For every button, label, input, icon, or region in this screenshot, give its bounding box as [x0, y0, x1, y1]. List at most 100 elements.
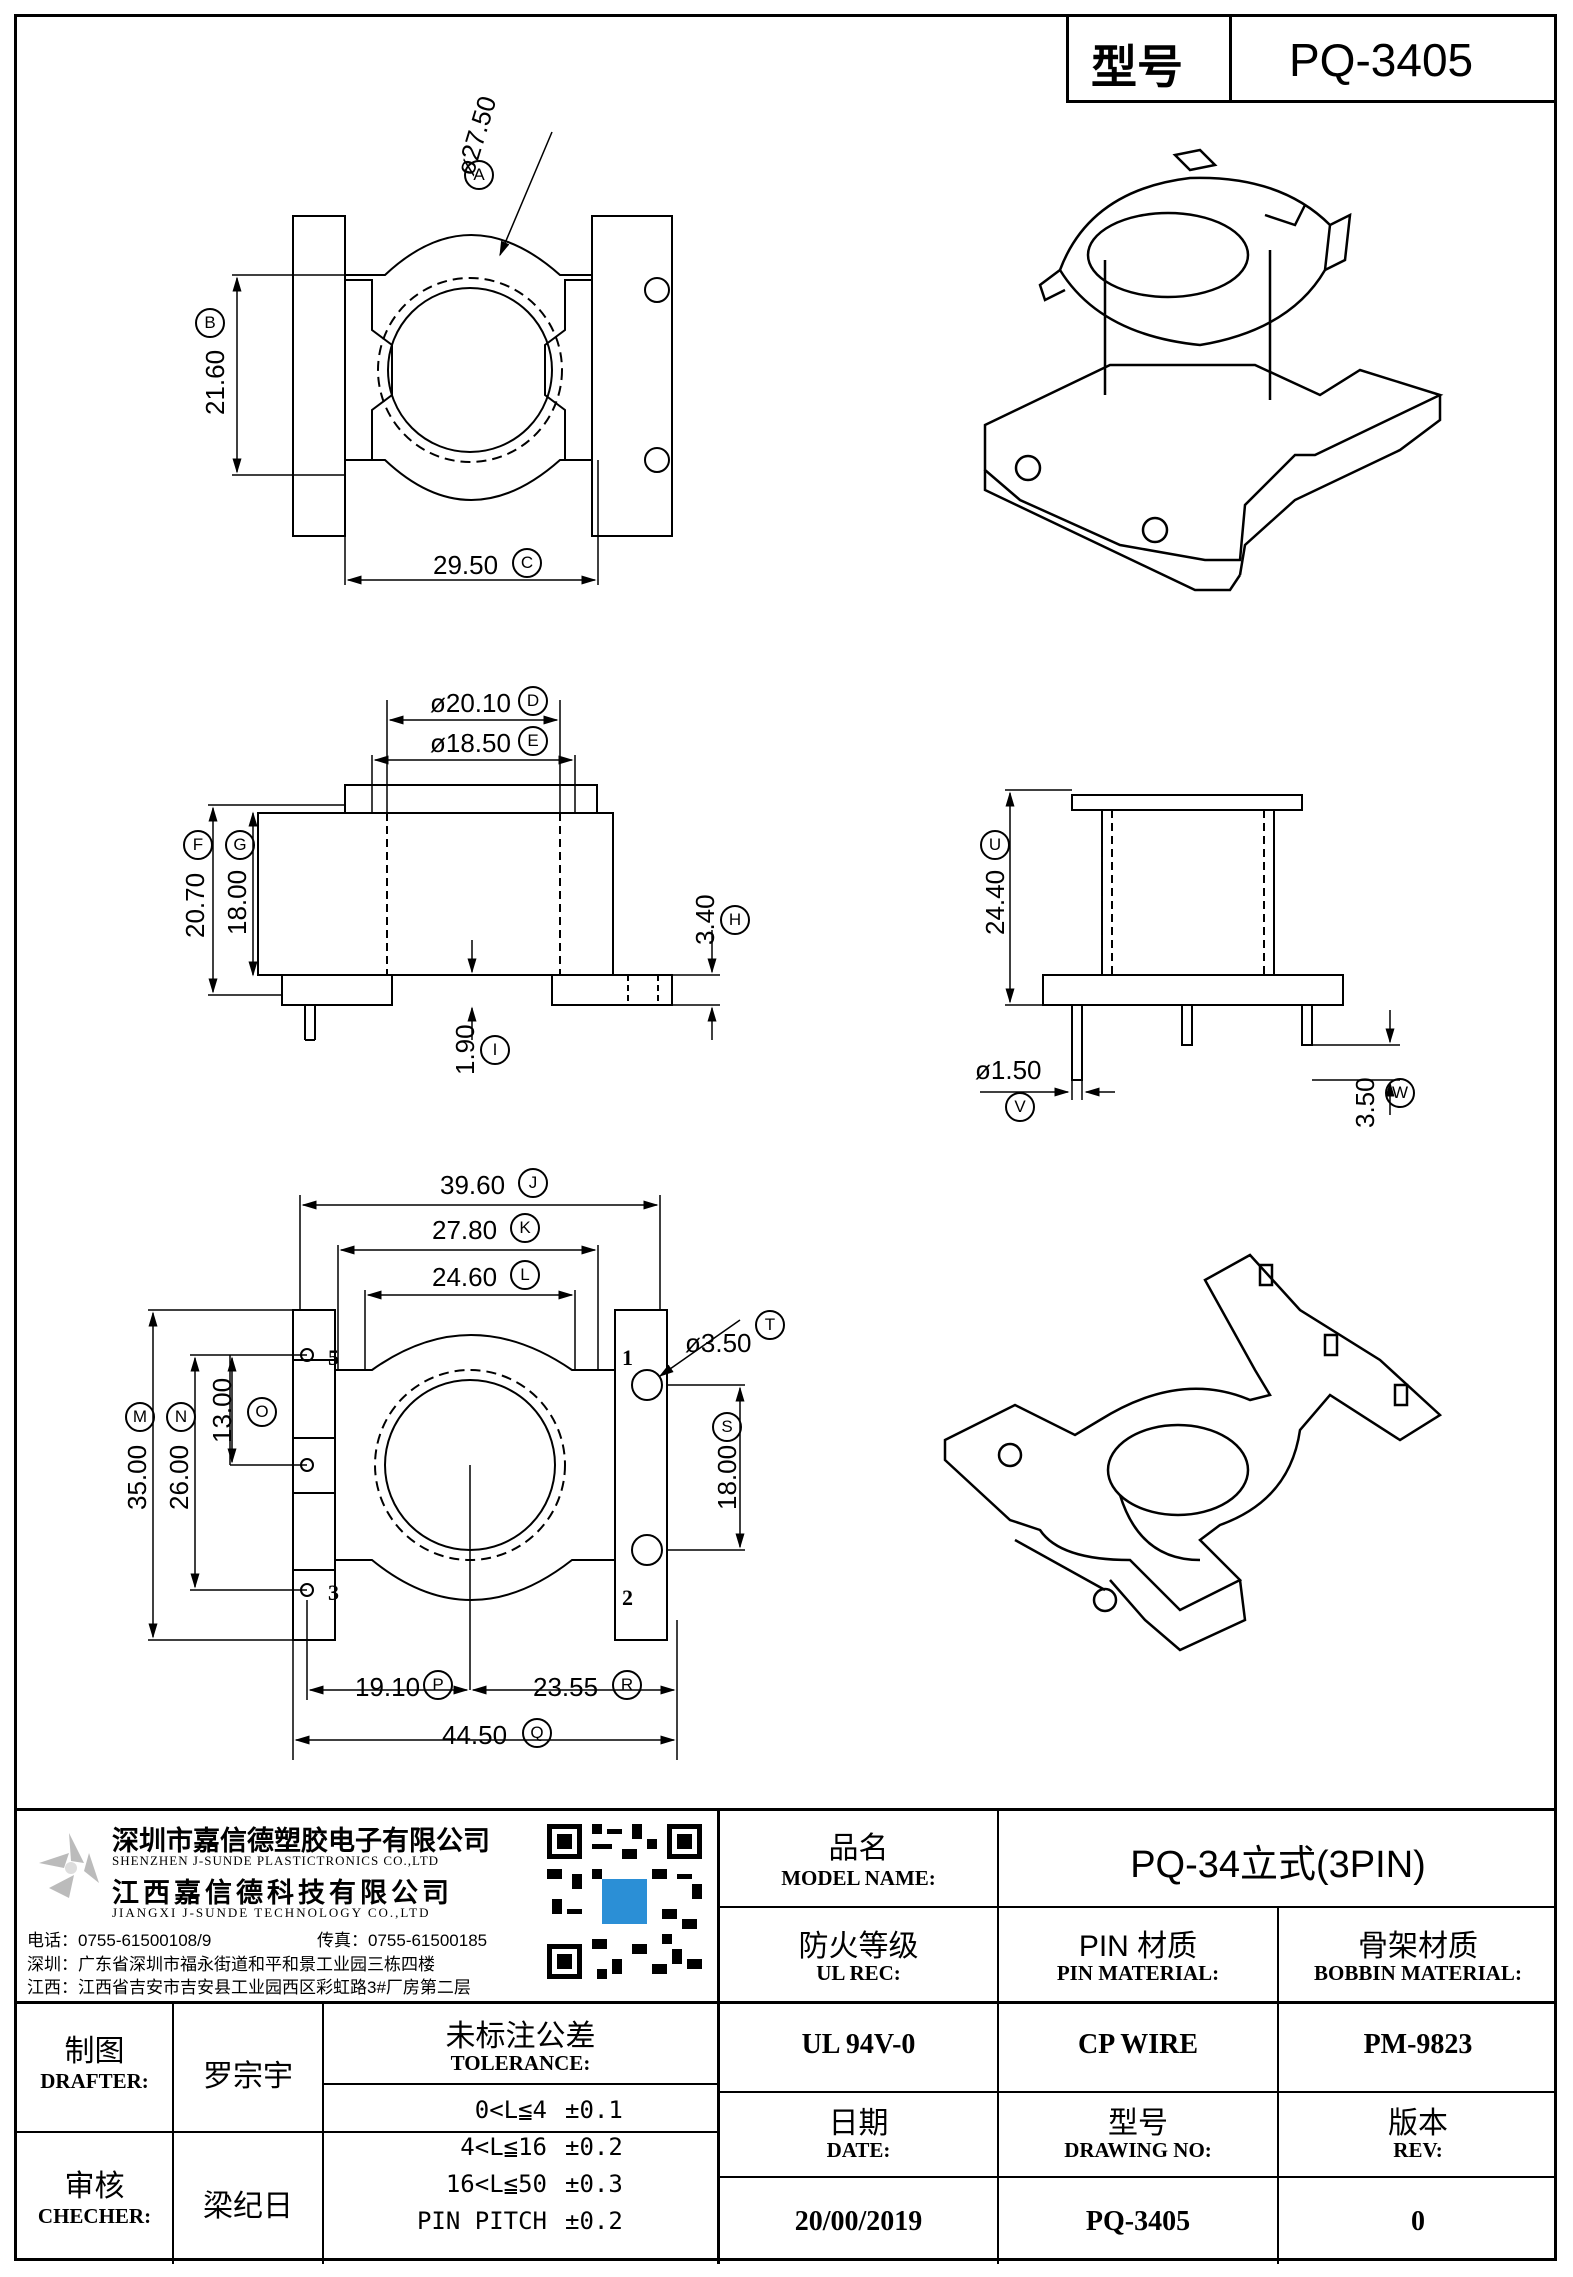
dim-D-value: ø20.10: [430, 688, 511, 718]
dim-I-badge: I: [480, 1035, 510, 1065]
isometric-view-bottom: [943, 1253, 1443, 1652]
dim-K-badge: K: [510, 1213, 540, 1243]
tolerance-range: PIN PITCH: [416, 2207, 547, 2235]
ul-label-en: UL REC:: [816, 1961, 901, 1985]
dim-V-badge: V: [1005, 1092, 1035, 1122]
dim-J-badge: J: [518, 1168, 548, 1198]
bobbin-material-label-cn: 骨架材质: [1358, 1930, 1478, 1963]
model-header-label: 型号: [1091, 41, 1183, 93]
dim-U-badge: U: [980, 830, 1010, 860]
dim-G-badge: G: [225, 830, 255, 860]
dim-R-value: 23.55: [533, 1672, 599, 1702]
ul-value: UL 94V-0: [801, 2029, 916, 2060]
tolerance-label-en: TOLERANCE:: [450, 2051, 591, 2075]
checker-label-cn: 审核: [64, 2170, 125, 2203]
tolerance-range: 0<L≦4: [474, 2096, 547, 2124]
tolerance-value: ±0.1: [565, 2096, 623, 2124]
rev-label-en: REV:: [1393, 2138, 1443, 2162]
company-name-en-2: JIANGXI J-SUNDE TECHNOLOGY CO.,LTD: [112, 1905, 431, 1920]
dim-W-badge: W: [1385, 1078, 1415, 1108]
checker-label-en: CHECHER:: [37, 2204, 152, 2228]
dim-B-badge: B: [195, 308, 225, 338]
side-view: [208, 700, 720, 1041]
tolerance-value: ±0.2: [565, 2133, 623, 2161]
dim-W-value: 3.50: [1350, 1077, 1380, 1128]
rev-value: 0: [1411, 2206, 1425, 2237]
model-name-label-cn: 品名: [828, 1832, 889, 1865]
company-tel: 电话：0755-61500108/9: [27, 1931, 212, 1950]
isometric-view-top: [983, 148, 1444, 592]
checker-name: 梁纪日: [203, 2190, 293, 2223]
dim-B-value: 21.60: [200, 349, 230, 415]
dim-L-value: 24.60: [432, 1262, 498, 1292]
dim-H-badge: H: [720, 905, 750, 935]
pin-number-5: 5: [328, 1345, 339, 1370]
dim-K-value: 27.80: [432, 1215, 498, 1245]
drawing-no-label-en: DRAWING NO:: [1064, 2138, 1212, 2162]
drafter-name: 罗宗宇: [203, 2060, 293, 2093]
drafter-label-cn: 制图: [64, 2035, 125, 2068]
drawing-no-value: PQ-3405: [1085, 2206, 1191, 2237]
ul-label-cn: 防火等级: [798, 1930, 919, 1963]
pin-material-label-en: PIN MATERIAL:: [1056, 1961, 1220, 1985]
bobbin-material-value: PM-9823: [1363, 2029, 1473, 2060]
dim-V-value: ø1.50: [975, 1055, 1042, 1085]
dim-P-value: 19.10: [355, 1672, 421, 1702]
tolerance-range: 4<L≦16: [460, 2133, 547, 2161]
dim-I-value: 1.90: [450, 1024, 480, 1075]
pin-material-value: CP WIRE: [1077, 2029, 1199, 2060]
rev-label-cn: 版本: [1388, 2107, 1448, 2140]
model-header-value: PQ-3405: [1289, 34, 1474, 86]
dim-O-badge: O: [247, 1397, 277, 1427]
dim-S-value: 18.00: [712, 1444, 742, 1510]
dim-Q-value: 44.50: [442, 1720, 508, 1750]
dim-N-value: 26.00: [164, 1444, 194, 1510]
company-name-en-1: SHENZHEN J-SUNDE PLASTICTRONICS CO.,LTD: [112, 1853, 440, 1868]
dim-C-value: 29.50: [433, 550, 499, 580]
model-header-box: 型号 PQ-3405: [1066, 17, 1554, 103]
dim-G-value: 18.00: [222, 869, 252, 935]
tolerance-value: ±0.2: [565, 2207, 623, 2235]
dim-L-badge: L: [510, 1260, 540, 1290]
qr-code: [542, 1819, 707, 1984]
dim-F-value: 20.70: [180, 872, 210, 938]
dim-M-value: 35.00: [122, 1444, 152, 1510]
company-name-cn-2: 江西嘉信德科技有限公司: [112, 1878, 453, 1908]
dim-C-badge: C: [512, 548, 542, 578]
drawing-frame: [14, 14, 1557, 2261]
dim-Q-badge: Q: [522, 1718, 552, 1748]
company-address-2: 江西：江西省吉安市吉安县工业园西区彩虹路3#厂房第二层: [27, 1978, 471, 1997]
model-name-value: PQ-34立式(3PIN): [1130, 1844, 1426, 1886]
company-name-cn-1: 深圳市嘉信德塑胶电子有限公司: [112, 1826, 490, 1856]
dim-M-badge: M: [125, 1402, 155, 1432]
dim-U-value: 24.40: [980, 869, 1010, 935]
tolerance-label-cn: 未标注公差: [445, 2020, 596, 2053]
company-logo: [39, 1833, 99, 1898]
bobbin-material-label-en: BOBBIN MATERIAL:: [1314, 1961, 1522, 1985]
dim-F-badge: F: [183, 830, 213, 860]
date-value: 20/00/2019: [794, 2206, 923, 2237]
company-address-1: 深圳：广东省深圳市福永街道和平和景工业园三栋四楼: [27, 1955, 435, 1974]
dim-T-badge: T: [755, 1310, 785, 1340]
dim-N-badge: N: [166, 1402, 196, 1432]
dim-T-value: ø3.50: [685, 1328, 752, 1358]
date-label-cn: 日期: [828, 2107, 889, 2140]
company-fax: 传真：0755-61500185: [317, 1931, 488, 1950]
pin-material-label-cn: PIN 材质: [1078, 1930, 1198, 1963]
dim-A-badge: A: [464, 160, 494, 190]
dim-P-badge: P: [423, 1670, 453, 1700]
dim-J-value: 39.60: [440, 1170, 506, 1200]
dim-D-badge: D: [518, 686, 548, 716]
title-block: 深圳市嘉信德塑胶电子有限公司 SHENZHEN J-SUNDE PLASTICT…: [17, 1808, 1557, 2264]
dim-E-value: ø18.50: [430, 728, 511, 758]
tolerance-range: 16<L≦50: [445, 2170, 547, 2198]
dim-O-value: 13.00: [207, 1377, 237, 1443]
drawing-no-label-cn: 型号: [1108, 2107, 1168, 2140]
date-label-en: DATE:: [826, 2138, 891, 2162]
model-name-label-en: MODEL NAME:: [781, 1866, 936, 1890]
top-view: [232, 131, 673, 585]
pin-number-3: 3: [328, 1580, 339, 1605]
drafter-label-en: DRAFTER:: [40, 2069, 149, 2093]
dim-S-badge: S: [712, 1412, 742, 1442]
dim-E-badge: E: [518, 726, 548, 756]
